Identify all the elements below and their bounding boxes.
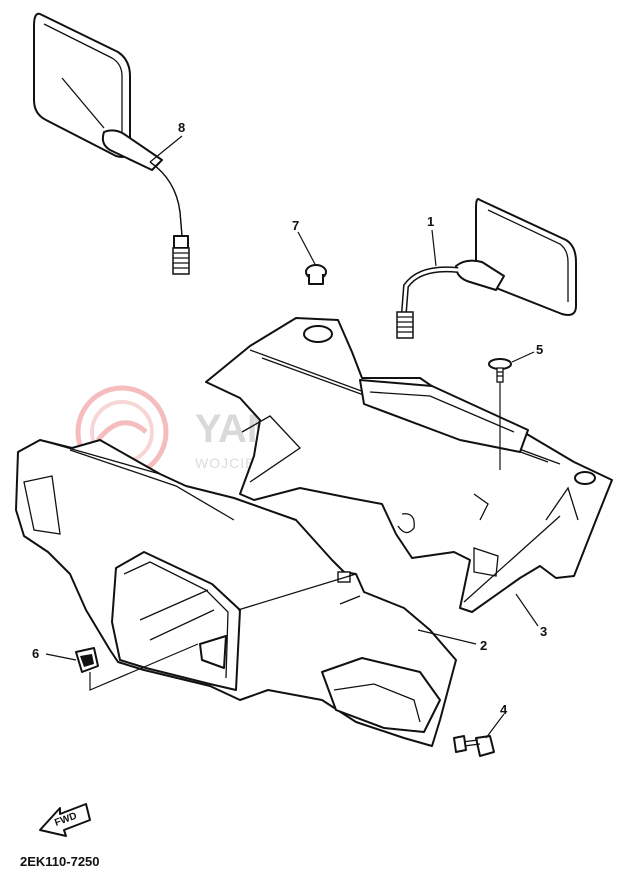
part-1-right-mirror xyxy=(396,198,577,339)
part-8-left-mirror xyxy=(33,12,190,275)
part-3-inner-cover xyxy=(205,317,613,613)
callout-6: 6 xyxy=(32,646,39,661)
part-5-screw xyxy=(488,358,512,383)
part-2-cowling xyxy=(15,439,457,747)
callout-3: 3 xyxy=(540,624,547,639)
callout-7: 7 xyxy=(292,218,299,233)
part-7-grommet xyxy=(305,264,327,285)
leader-lines xyxy=(45,135,539,739)
part-4-bolt xyxy=(453,735,495,757)
forward-direction-arrow: FWD xyxy=(39,803,91,837)
callout-4: 4 xyxy=(500,702,508,717)
figure-code: 2EK110-7250 xyxy=(20,854,100,869)
callout-5: 5 xyxy=(536,342,543,357)
part-6-clip-nut xyxy=(75,647,99,673)
callout-2: 2 xyxy=(480,638,487,653)
callout-8: 8 xyxy=(178,120,185,135)
callout-numbers: 8 1 7 5 3 2 4 6 xyxy=(32,120,547,717)
callout-1: 1 xyxy=(427,214,434,229)
